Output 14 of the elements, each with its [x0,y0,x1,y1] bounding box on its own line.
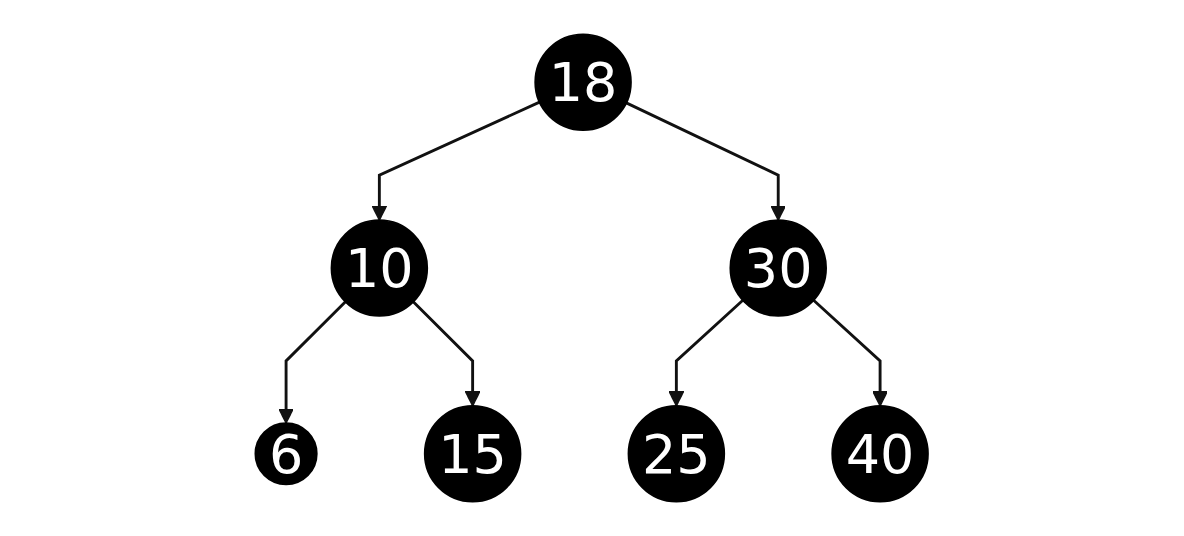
arrow [371,100,541,221]
arrow [412,300,481,407]
node-circle [424,404,522,503]
arrow [668,299,745,407]
arrow [626,101,787,221]
node-circle [534,33,633,132]
tree-diagram: 18 10 30 6 15 25 40 [241,20,943,516]
arrow [812,299,889,407]
node-circle [831,404,930,503]
node-circle [729,219,828,317]
node-circle [254,422,318,486]
node-circle [330,219,429,317]
arrow [278,300,347,424]
node-circle [627,404,726,503]
